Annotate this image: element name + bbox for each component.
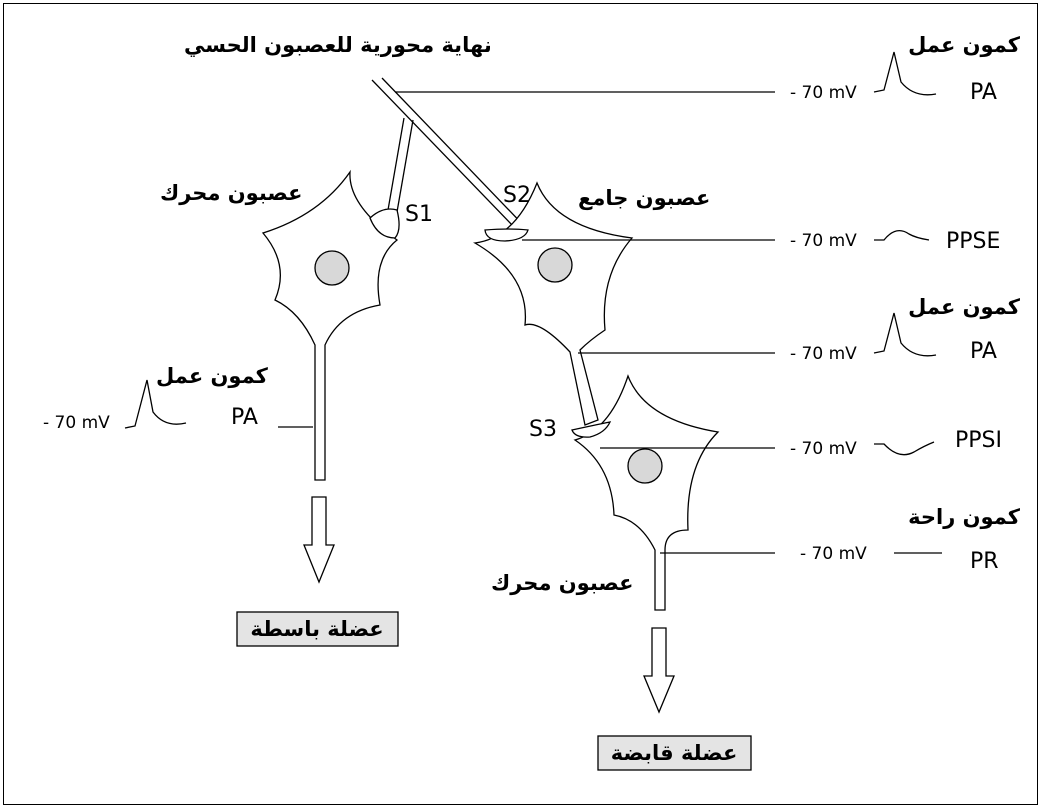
diagram-frame	[3, 3, 1038, 805]
motor-neuron-left-label: عصبون محرك	[160, 181, 302, 205]
left-action-potential-label: كمون عمل	[156, 364, 269, 388]
extensor-muscle-box: عضلة باسطة	[236, 611, 399, 647]
arrow-to-extensor	[303, 496, 335, 584]
potential-name-label: كمون عمل	[908, 295, 1021, 319]
extensor-muscle-label: عضلة باسطة	[250, 617, 383, 641]
synapse-terminal-s3	[571, 421, 612, 438]
synapse-terminal-s1	[369, 208, 400, 239]
interneuron-label: عصبون جامع	[578, 186, 710, 210]
recording-row: - 70 mV PA كمون عمل	[395, 33, 1021, 105]
motor-neuron-left	[261, 169, 400, 481]
motor-neuron-right-label: عصبون محرك	[491, 571, 633, 595]
recording-row: - 70 mV PA كمون عمل	[578, 295, 1021, 364]
recording-row: - 70 mV PPSE	[522, 229, 1000, 254]
spike-trace	[873, 312, 937, 357]
flexor-muscle-label: عضلة قابضة	[611, 741, 738, 765]
mv-label: - 70 mV	[790, 83, 857, 103]
potential-code-label: PPSI	[955, 428, 1002, 453]
potential-code-label: PR	[970, 549, 999, 574]
left-recording: كمون عمل - 70 mV PA	[43, 364, 313, 433]
ipsp-trace	[874, 441, 935, 456]
sensory-axon	[371, 77, 531, 233]
left-spike-trace	[124, 379, 187, 429]
potential-code-label: PPSE	[946, 229, 1000, 254]
nucleus-motor-left	[314, 250, 350, 286]
left-pa-label: PA	[231, 405, 258, 430]
synapse-s1-label: S1	[405, 202, 433, 227]
epsp-trace	[874, 229, 930, 241]
spike-trace	[873, 51, 937, 96]
left-mv-label: - 70 mV	[43, 413, 110, 433]
flexor-muscle-box: عضلة قابضة	[597, 735, 752, 771]
recording-row: - 70 mV PR كمون راحة	[660, 505, 1021, 574]
potential-name-label: كمون عمل	[908, 33, 1021, 57]
mv-label: - 70 mV	[790, 231, 857, 251]
arrow-to-flexor	[643, 627, 675, 714]
synapse-s3-label: S3	[529, 417, 557, 442]
mv-label: - 70 mV	[790, 344, 857, 364]
sensory-axon-label: نهاية محورية للعصبون الحسي	[184, 33, 492, 57]
nucleus-interneuron	[537, 247, 573, 283]
synapse-terminal-s2	[484, 228, 529, 242]
synapse-s2-label: S2	[503, 183, 531, 208]
recordings-panel: - 70 mV PA كمون عمل - 70 mV PPSE - 70 mV PA كمو…	[395, 33, 1021, 574]
recording-row: - 70 mV PPSI	[600, 428, 1002, 459]
interneuron	[473, 181, 634, 426]
nucleus-motor-right	[627, 448, 663, 484]
mv-label: - 70 mV	[790, 439, 857, 459]
potential-code-label: PA	[970, 80, 997, 105]
mv-label: - 70 mV	[800, 544, 867, 564]
motor-neuron-right	[571, 374, 720, 611]
potential-name-label: كمون راحة	[908, 505, 1021, 529]
potential-code-label: PA	[970, 339, 997, 364]
